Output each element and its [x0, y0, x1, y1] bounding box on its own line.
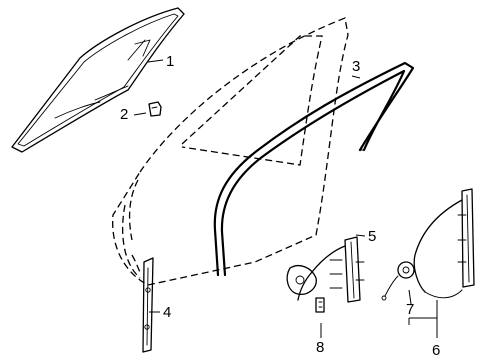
- window-regulator: [286, 236, 365, 303]
- regulator-assembly: [413, 188, 475, 299]
- callout-5: 5: [368, 228, 376, 245]
- callout-6: 6: [432, 342, 440, 359]
- callout-8: 8: [316, 339, 324, 356]
- motor-connector: [315, 297, 325, 313]
- callout-1: 1: [166, 53, 174, 70]
- door-glass: [11, 7, 185, 153]
- callout-7: 7: [406, 301, 414, 318]
- regulator-motor: [381, 261, 415, 301]
- callout-3: 3: [352, 58, 360, 75]
- rear-guide-channel: [142, 257, 154, 353]
- callout-2: 2: [120, 106, 128, 123]
- door-phantom-outline: [112, 17, 349, 286]
- glass-run-channel: [213, 61, 415, 277]
- leader-lines: [133, 59, 438, 338]
- callout-4: 4: [163, 304, 171, 321]
- glass-clip: [148, 101, 162, 117]
